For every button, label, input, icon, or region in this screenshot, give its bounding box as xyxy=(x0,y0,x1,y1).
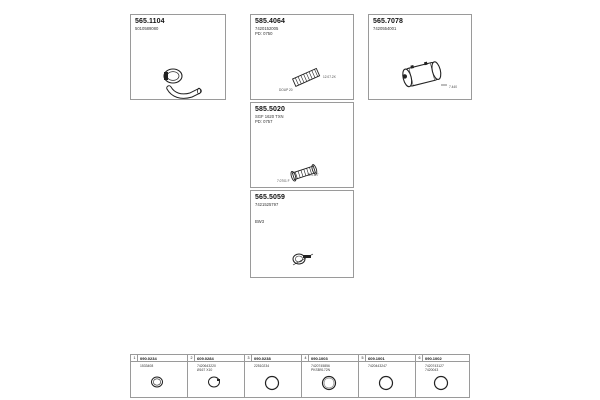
part-number: 585.5020 xyxy=(255,106,285,113)
column-divider xyxy=(244,355,245,397)
ring-clamp-drawing xyxy=(206,374,222,390)
dimension-label: 25 0127 xyxy=(307,173,319,177)
part-panel-565-7078: 565.7078 7420554001 7.440 xyxy=(368,14,472,100)
header-divider xyxy=(365,355,366,362)
accessory-part-number: 090.1002 xyxy=(425,356,442,361)
accessory-part-number: 090.0238 xyxy=(254,356,271,361)
dimension-label: 12.07.2X xyxy=(323,75,336,79)
pipe-clamp-drawing xyxy=(155,61,207,101)
part-reference: SGF 1620 TXN xyxy=(255,114,284,119)
accessory-reference: 7420745856 xyxy=(311,364,330,368)
accessory-cell: 6 090.1002 7420743127 7420043 xyxy=(416,355,469,397)
accessory-header: 5 609.1001 xyxy=(359,355,415,362)
accessory-cell: 5 609.1001 7420443247 xyxy=(359,355,415,397)
accessory-reference-alt: 7420043 xyxy=(425,368,439,372)
part-panel-585-4064: 585.4064 7420152005 PD: 0750 12.07.2X DO… xyxy=(250,14,354,100)
accessory-reference: 7420643220 xyxy=(197,364,216,368)
part-panel-565-5059: 565.5059 7421525797 BW3 xyxy=(250,190,354,278)
part-reference: 7420554001 xyxy=(373,26,397,31)
part-production-date: PD: 0750 xyxy=(255,31,273,36)
part-number: 585.4064 xyxy=(255,18,285,25)
accessory-reference: 1533408 xyxy=(140,364,154,368)
muffler-drawing xyxy=(399,57,447,93)
gasket-ring-drawing xyxy=(320,374,338,392)
accessory-header: 1 090.0234 xyxy=(131,355,187,362)
band-clamp-drawing xyxy=(287,249,317,269)
accessory-part-number: 090.0234 xyxy=(140,356,157,361)
accessory-index: 6 xyxy=(418,356,421,360)
part-production-date: PD: 0757 xyxy=(255,119,273,124)
dimension-label: 7.0701 F xyxy=(277,179,290,183)
part-panel-585-5020: 585.5020 SGF 1620 TXN PD: 0757 25 0127 7… xyxy=(250,102,354,188)
accessory-cell: 2 609.0284 7420643220 Ø167 X10 xyxy=(188,355,244,397)
column-divider xyxy=(415,355,416,397)
part-number: 565.5059 xyxy=(255,194,285,201)
header-divider xyxy=(422,355,423,362)
accessory-header: 2 609.0284 xyxy=(188,355,244,362)
accessory-part-number: 090.1003 xyxy=(311,356,328,361)
accessory-header: 6 090.1002 xyxy=(416,355,469,362)
column-divider xyxy=(301,355,302,397)
accessory-dimension: Ø167 X10 xyxy=(197,368,213,372)
accessory-reference: 22510234 xyxy=(254,364,270,368)
accessory-reference: 7420743127 xyxy=(425,364,444,368)
accessories-table: 1 090.0234 1533408 2 609.0284 7420643220… xyxy=(130,354,470,398)
dimension-label: 7.440 xyxy=(449,85,457,89)
flex-pipe-drawing xyxy=(287,63,327,91)
accessory-header: 4 090.1003 xyxy=(302,355,358,362)
part-number: 565.1104 xyxy=(135,18,165,25)
accessory-index: 2 xyxy=(190,356,193,360)
gasket-ring-drawing xyxy=(432,374,450,392)
accessory-part-number: 609.0284 xyxy=(197,356,214,361)
accessory-index: 5 xyxy=(361,356,364,360)
accessory-index: 4 xyxy=(304,356,307,360)
accessory-cell: 4 090.1003 7420745856 PKSB9172N xyxy=(302,355,358,397)
gasket-ring-drawing xyxy=(263,374,281,392)
part-number: 565.7078 xyxy=(373,18,403,25)
accessory-index: 1 xyxy=(133,356,136,360)
part-reference: 5010589080 xyxy=(135,26,159,31)
header-divider xyxy=(137,355,138,362)
accessory-header: 3 090.0238 xyxy=(245,355,301,362)
part-reference: 7420152005 xyxy=(255,26,279,31)
accessory-cell: 3 090.0238 22510234 xyxy=(245,355,301,397)
ring-clamp-drawing xyxy=(149,374,165,390)
accessory-index: 3 xyxy=(247,356,250,360)
header-divider xyxy=(251,355,252,362)
column-divider xyxy=(187,355,188,397)
accessory-reference: 7420443247 xyxy=(368,364,387,368)
accessory-reference-alt: PKSB9172N xyxy=(311,368,331,372)
column-divider xyxy=(358,355,359,397)
header-divider xyxy=(308,355,309,362)
gasket-ring-drawing xyxy=(377,374,395,392)
accessory-cell: 1 090.0234 1533408 xyxy=(131,355,187,397)
clamp-kit-drawing xyxy=(285,159,325,187)
part-panel-565-1104: 565.1104 5010589080 xyxy=(130,14,226,100)
header-divider xyxy=(194,355,195,362)
accessory-part-number: 609.1001 xyxy=(368,356,385,361)
part-variant: BW3 xyxy=(255,219,265,224)
part-reference: 7421525797 xyxy=(255,202,279,207)
dimension-label: DOUP 20 xyxy=(279,88,293,92)
